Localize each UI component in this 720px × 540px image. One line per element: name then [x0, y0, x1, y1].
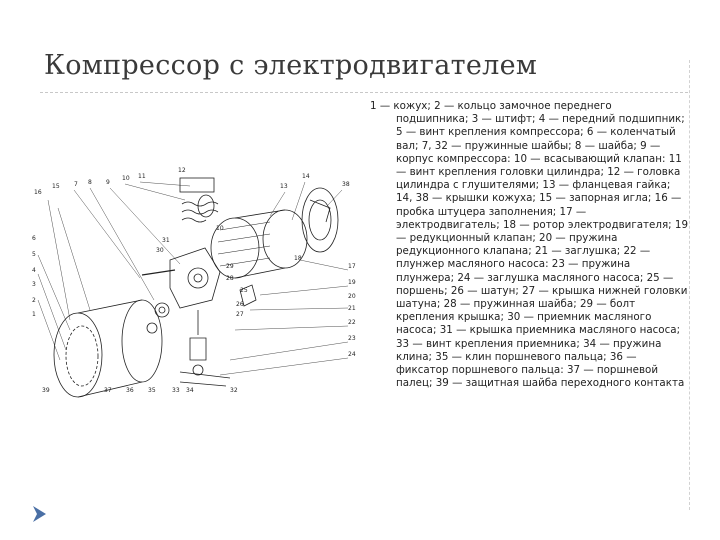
bearing-ring — [154, 302, 170, 318]
end-cover — [301, 187, 339, 253]
label-n21: 21 — [348, 305, 356, 312]
label-n8: 8 — [88, 179, 92, 186]
label-n4: 4 — [32, 267, 36, 274]
reduction-valve — [239, 284, 257, 307]
label-n36: 36 — [126, 387, 134, 394]
label-n19: 19 — [348, 279, 356, 286]
label-n10b: 10 — [216, 225, 224, 232]
label-n32: 32 — [230, 387, 238, 394]
label-n2: 2 — [32, 297, 36, 304]
label-n11: 11 — [138, 173, 146, 180]
label-n14: 14 — [302, 173, 310, 180]
cylinder-head — [179, 177, 215, 193]
compressor-exploded-diagram: 16 15 7 8 9 10 11 12 13 14 38 6 5 4 3 2 … — [32, 167, 356, 398]
compressor-body — [169, 247, 221, 309]
label-n38: 38 — [342, 181, 350, 188]
label-n26: 26 — [236, 301, 244, 308]
caption-body: подшипника; 3 — штифт; 4 — передний подш… — [396, 113, 689, 390]
label-n6: 6 — [32, 235, 36, 242]
label-n10: 10 — [122, 175, 130, 182]
label-n33: 33 — [172, 387, 180, 394]
label-n7: 7 — [74, 181, 78, 188]
motor-housing-front — [121, 299, 163, 383]
label-n24: 24 — [348, 351, 356, 358]
label-n37: 37 — [104, 387, 112, 394]
title-divider — [40, 92, 688, 93]
label-n18: 18 — [294, 255, 302, 262]
slide-title: Компрессор с электродвигателем — [44, 50, 538, 81]
label-n3: 3 — [32, 281, 36, 288]
label-n34: 34 — [186, 387, 194, 394]
label-n28: 28 — [226, 275, 234, 282]
label-n12: 12 — [178, 167, 186, 174]
motor-housing-end — [53, 312, 103, 398]
label-n5: 5 — [32, 251, 36, 258]
motor-housing-body — [77, 299, 143, 398]
diagram-caption: 1 — кожух; 2 — кольцо замочное переднего… — [370, 100, 688, 390]
right-border-line — [689, 60, 690, 510]
label-n39: 39 — [42, 387, 50, 394]
head-springs — [181, 201, 219, 223]
label-n23: 23 — [348, 335, 356, 342]
label-n16: 16 — [34, 189, 42, 196]
label-n22: 22 — [348, 319, 356, 326]
label-n9: 9 — [106, 179, 110, 186]
play-arrow-icon[interactable] — [30, 504, 48, 524]
label-n17: 17 — [348, 263, 356, 270]
label-n25: 25 — [240, 287, 248, 294]
label-n27: 27 — [236, 311, 244, 318]
piston-rod — [189, 310, 207, 361]
label-n20: 20 — [348, 293, 356, 300]
label-n29: 29 — [226, 263, 234, 270]
label-n30: 30 — [156, 247, 164, 254]
label-n1: 1 — [32, 311, 36, 318]
caption-first-line: 1 — кожух; 2 — кольцо замочное переднего — [370, 100, 612, 112]
label-n15: 15 — [52, 183, 60, 190]
label-n31: 31 — [162, 237, 170, 244]
label-n35: 35 — [148, 387, 156, 394]
label-n13: 13 — [280, 183, 288, 190]
